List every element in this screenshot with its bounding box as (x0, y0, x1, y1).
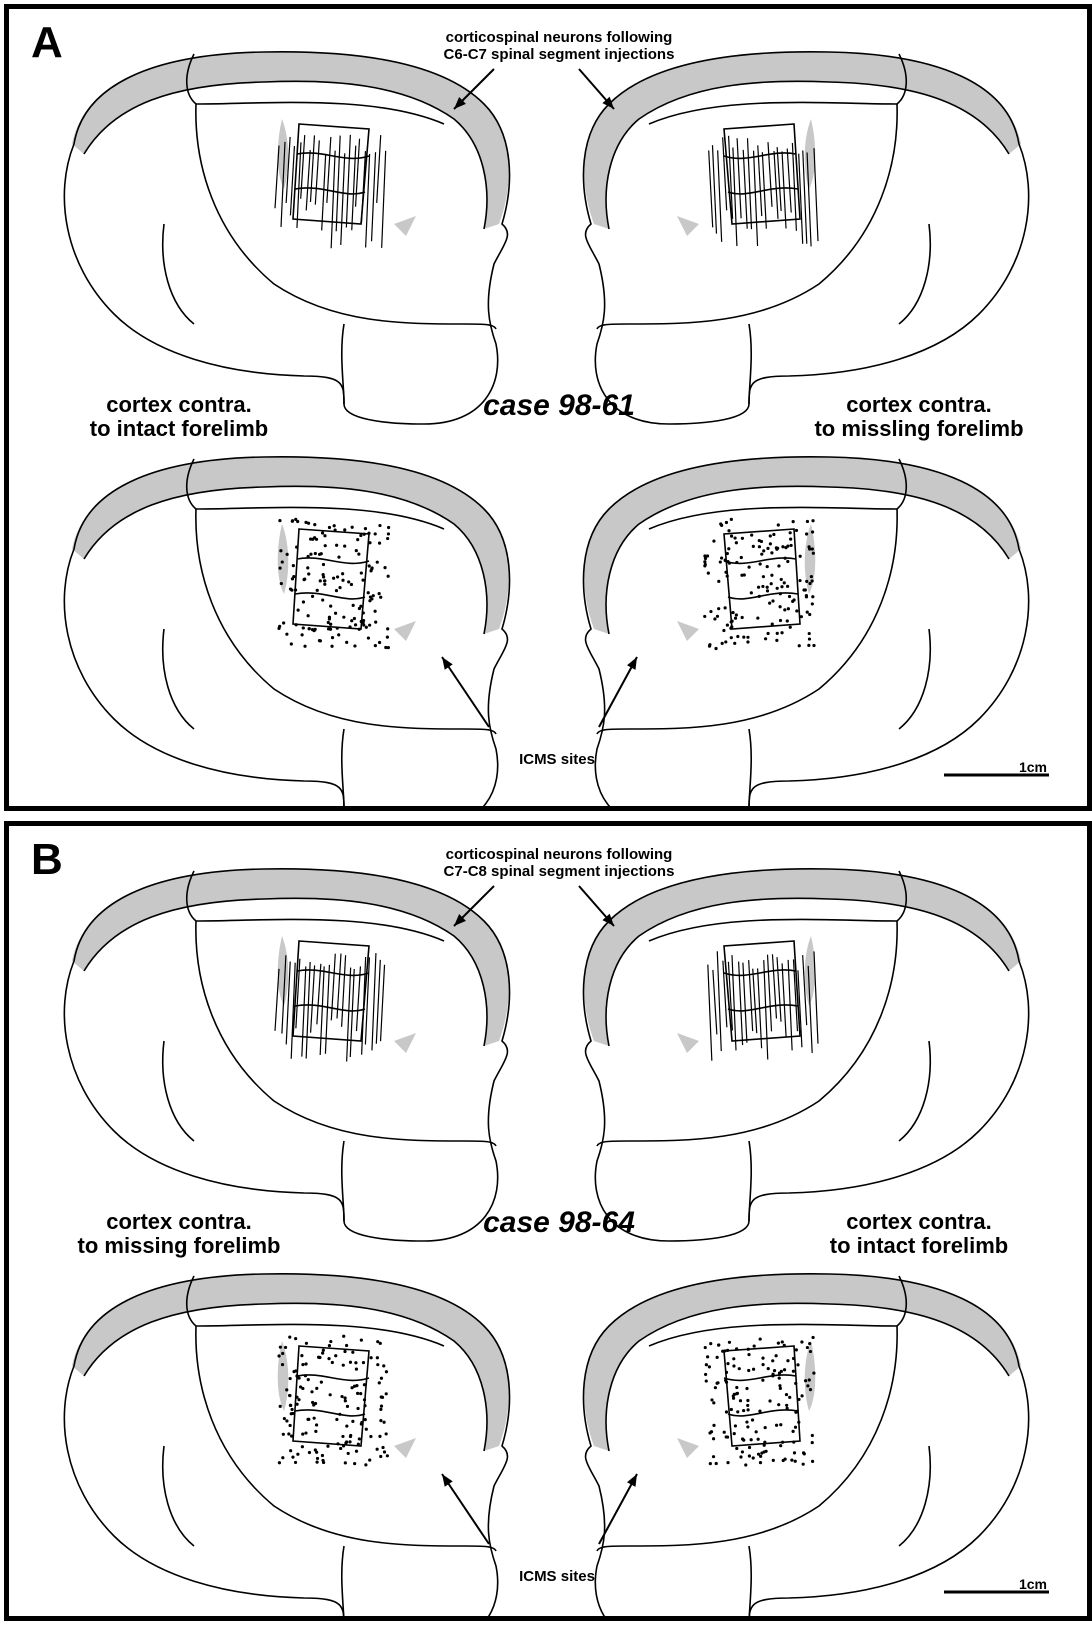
injection-label-line-1: corticospinal neurons following (359, 846, 759, 863)
hemisphere-outline (64, 1274, 509, 1616)
arrow-right-injection (579, 886, 614, 926)
left-label-line-1: cortex contra. (49, 393, 309, 417)
hemisphere-outline (64, 869, 509, 1241)
arrow-left-icms (442, 1474, 489, 1544)
arrow-left-icms (442, 657, 489, 727)
injection-label-line-1: corticospinal neurons following (359, 29, 759, 46)
injection-label: corticospinal neurons following C7-C8 sp… (359, 846, 759, 880)
injection-label-line-2: C6-C7 spinal segment injections (359, 46, 759, 63)
left-label-line-2: to intact forelimb (49, 417, 309, 441)
right-label-line-2: to missling forelimb (769, 417, 1069, 441)
scale-bar-label: 1cm (1019, 1576, 1047, 1592)
hemisphere-outline (64, 457, 509, 806)
arrow-right-injection (579, 69, 614, 109)
right-hemisphere-label: cortex contra. to missling forelimb (769, 393, 1069, 441)
hemisphere-outline (584, 457, 1029, 806)
icms-sites-label: ICMS sites (497, 751, 617, 768)
left-label-line-2: to missing forelimb (49, 1234, 309, 1258)
hemisphere-outline (64, 52, 509, 424)
hemisphere-outline (584, 52, 1029, 424)
scale-bar-label: 1cm (1019, 759, 1047, 775)
case-title: case 98-61 (429, 389, 689, 423)
injection-label-line-2: C7-C8 spinal segment injections (359, 863, 759, 880)
right-label-line-1: cortex contra. (789, 1210, 1049, 1234)
panel-b: B corticospinal neurons following C7-C8 … (4, 821, 1092, 1621)
left-hemisphere-label: cortex contra. to missing forelimb (49, 1210, 309, 1258)
arrow-right-icms (599, 657, 637, 727)
left-label-line-1: cortex contra. (49, 1210, 309, 1234)
case-title: case 98-64 (429, 1206, 689, 1240)
panel-letter: A (31, 21, 63, 65)
right-hemisphere-label: cortex contra. to intact forelimb (789, 1210, 1049, 1258)
icms-sites-label: ICMS sites (497, 1568, 617, 1585)
panel-a: A corticospinal neurons following C6-C7 … (4, 4, 1092, 811)
injection-label: corticospinal neurons following C6-C7 sp… (359, 29, 759, 63)
right-label-line-2: to intact forelimb (789, 1234, 1049, 1258)
arrow-right-icms (599, 1474, 637, 1544)
left-hemisphere-label: cortex contra. to intact forelimb (49, 393, 309, 441)
right-label-line-1: cortex contra. (769, 393, 1069, 417)
hemisphere-outline (584, 869, 1029, 1241)
panel-letter: B (31, 838, 63, 882)
hemisphere-outline (584, 1274, 1029, 1616)
